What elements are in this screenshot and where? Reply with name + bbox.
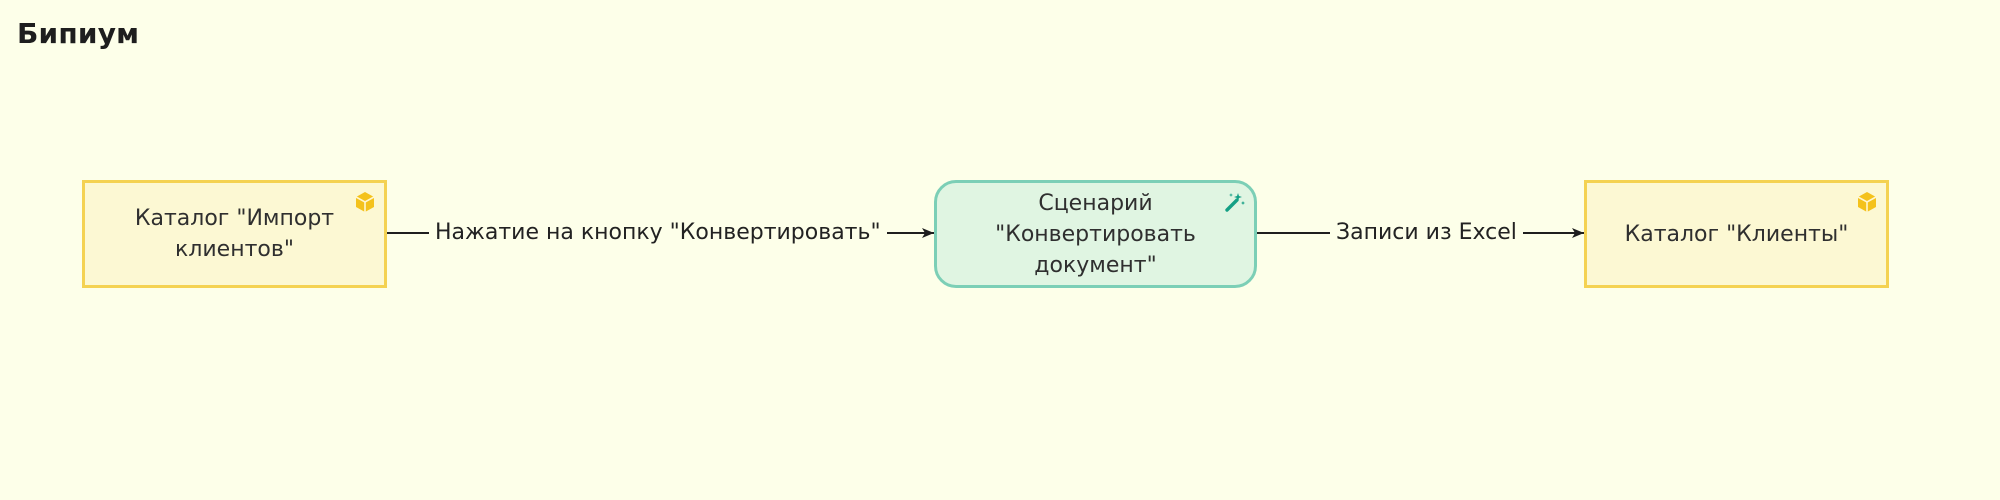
cube-icon <box>1857 192 1877 212</box>
magic-wand-icon <box>1225 193 1245 212</box>
page-title: Бипиум <box>17 17 140 50</box>
node-clients-catalog[interactable]: Каталог "Клиенты" <box>1584 180 1889 288</box>
node-scenario-label: Сценарий "Конвертировать документ" <box>995 190 1196 278</box>
edge-label-excel-records: Записи из Excel <box>1330 219 1523 247</box>
node-scenario[interactable]: Сценарий "Конвертировать документ" <box>934 180 1257 288</box>
node-clients-catalog-label: Каталог "Клиенты" <box>1624 221 1849 247</box>
node-import-catalog-label: Каталог "Импорт клиентов" <box>134 206 335 262</box>
node-import-catalog[interactable]: Каталог "Импорт клиентов" <box>82 180 387 288</box>
cube-icon <box>355 192 375 212</box>
edge-label-button-click: Нажатие на кнопку "Конвертировать" <box>429 219 887 247</box>
